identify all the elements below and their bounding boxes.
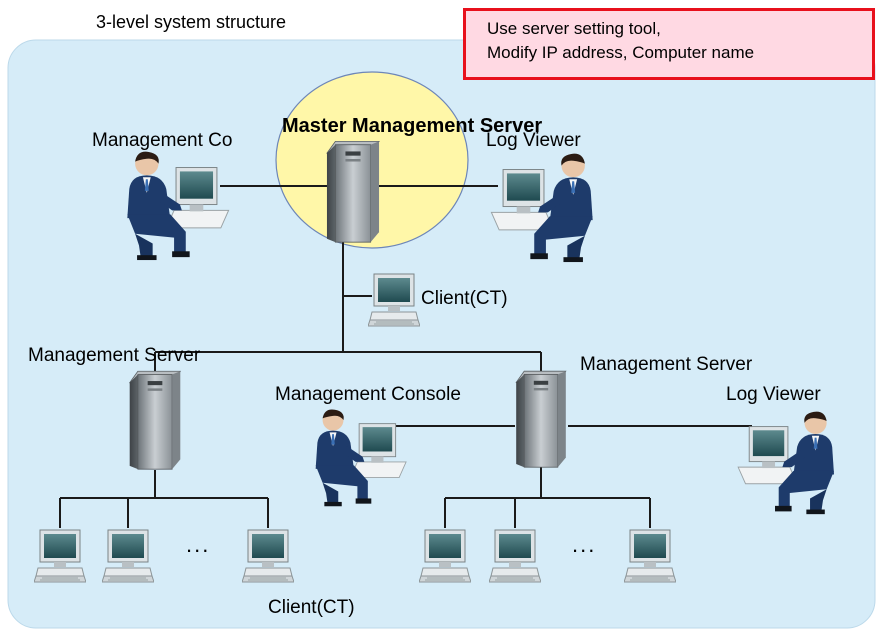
left-client-icon-1 — [34, 529, 86, 583]
mid-client-label: Client(CT) — [421, 288, 508, 309]
diagram-title: 3-level system structure — [96, 12, 287, 32]
right-server-icon — [515, 370, 567, 468]
right-server-label: Management Server — [580, 354, 753, 375]
right-client-icon-3 — [624, 529, 676, 583]
note-box: Use server setting tool, Modify IP addre… — [463, 8, 875, 80]
master-server-icon — [326, 140, 380, 243]
left-server-label: Management Server — [28, 345, 201, 366]
left-client-icon-2 — [102, 529, 154, 583]
top-console-label: Management Co — [92, 130, 233, 151]
left-clients-ellipsis: ... — [186, 532, 211, 557]
master-server-label: Master Management Server — [282, 115, 543, 137]
bottom-console-label: Management Console — [275, 384, 461, 405]
note-line-2: Modify IP address, Computer name — [487, 43, 755, 62]
top-log-viewer-label: Log Viewer — [486, 130, 581, 151]
left-client-icon-3 — [242, 529, 294, 583]
mid-client-icon — [368, 273, 420, 327]
connection-lines — [59, 185, 752, 528]
bottom-clients-label: Client(CT) — [268, 597, 355, 618]
right-clients-ellipsis: ... — [572, 532, 597, 557]
left-server-icon — [129, 370, 181, 470]
bottom-log-viewer-label: Log Viewer — [726, 384, 821, 405]
right-client-icon-2 — [489, 529, 541, 583]
right-client-icon-1 — [419, 529, 471, 583]
note-line-1: Use server setting tool, — [487, 19, 661, 38]
